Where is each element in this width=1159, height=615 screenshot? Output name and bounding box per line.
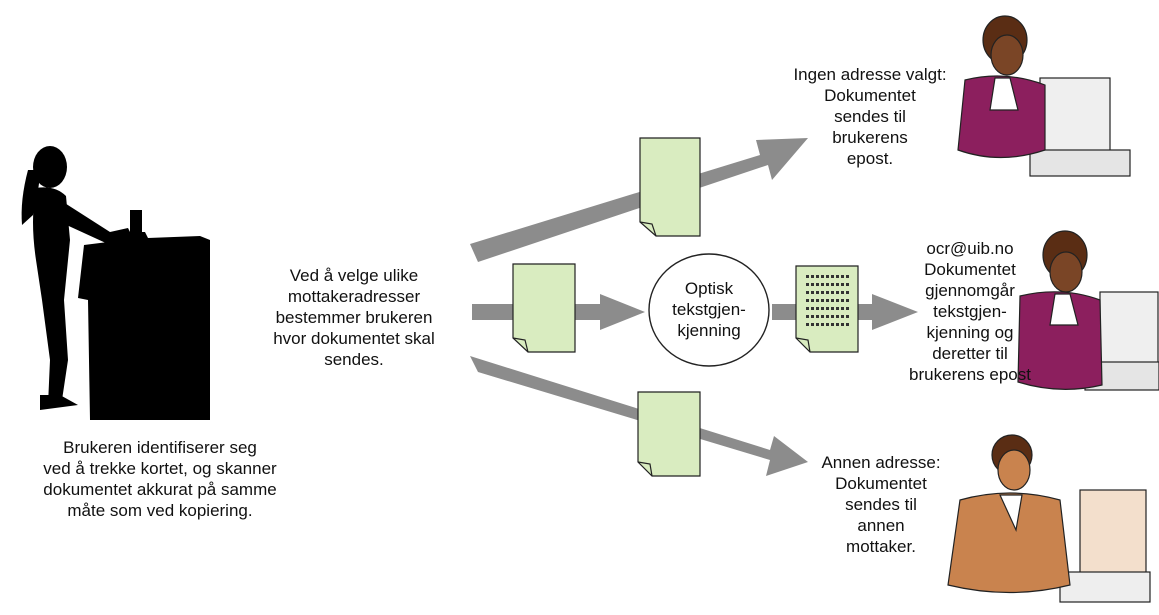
ocr-dot [831, 315, 834, 318]
ocr-dot [836, 275, 839, 278]
ocr-dot [836, 283, 839, 286]
copier-icon [78, 232, 210, 420]
ocr-dot [831, 291, 834, 294]
ocr-dot [831, 275, 834, 278]
ocr-dot [806, 323, 809, 326]
ocr-dot [806, 315, 809, 318]
ocr-dot [816, 275, 819, 278]
ocr-dot [826, 283, 829, 286]
ocr-dot [841, 283, 844, 286]
ocr-dot [831, 323, 834, 326]
document-icon [512, 263, 576, 353]
ocr-dot [826, 323, 829, 326]
woman-at-computer-icon [957, 15, 1131, 177]
bottom-recipient-text: Annen adresse: Dokumentet sendes til ann… [821, 453, 941, 556]
ocr-bubble-label: Optisk tekstgjen- kjenning [672, 279, 746, 340]
document-icon [637, 391, 701, 477]
ocr-dot [821, 291, 824, 294]
ocr-dot [816, 299, 819, 302]
ocr-dot [826, 275, 829, 278]
ocr-dot [816, 323, 819, 326]
center-description: Ved å velge ulike mottakeradresser beste… [273, 266, 435, 369]
ocr-dot [821, 299, 824, 302]
ocr-dot [806, 291, 809, 294]
ocr-dot [806, 283, 809, 286]
ocr-dot [811, 283, 814, 286]
ocr-dot [806, 299, 809, 302]
ocr-dot [821, 275, 824, 278]
ocr-dot [846, 299, 849, 302]
ocr-dot [846, 275, 849, 278]
woman-at-computer-icon [1017, 230, 1159, 391]
ocr-dot [841, 299, 844, 302]
ocr-dot [811, 315, 814, 318]
ocr-dot [841, 307, 844, 310]
ocr-dot [816, 307, 819, 310]
ocr-dot [836, 307, 839, 310]
ocr-dot [826, 315, 829, 318]
ocr-dot [836, 315, 839, 318]
ocr-dot [821, 323, 824, 326]
middle-recipient-text: ocr@uib.no Dokumentet gjennomgår tekstgj… [909, 239, 1031, 384]
ocr-dot [811, 299, 814, 302]
ocr-dot [811, 291, 814, 294]
ocr-dot [831, 299, 834, 302]
ocr-dot [831, 307, 834, 310]
ocr-dot [811, 323, 814, 326]
user-caption: Brukeren identifiserer seg ved å trekke … [43, 438, 277, 520]
ocr-dot [806, 307, 809, 310]
ocr-document-icon [795, 265, 859, 353]
ocr-dot [841, 323, 844, 326]
ocr-dot [836, 299, 839, 302]
ocr-dot [846, 307, 849, 310]
ocr-dot [816, 283, 819, 286]
ocr-dot [841, 291, 844, 294]
man-at-computer-icon [947, 434, 1151, 603]
ocr-dot [846, 283, 849, 286]
ocr-dot [831, 283, 834, 286]
ocr-dot [816, 291, 819, 294]
ocr-dot [841, 315, 844, 318]
top-recipient-text: Ingen adresse valgt: Dokumentet sendes t… [793, 65, 947, 168]
ocr-dot [821, 315, 824, 318]
ocr-dot [846, 291, 849, 294]
ocr-dot [806, 275, 809, 278]
ocr-dot [836, 291, 839, 294]
ocr-dot [836, 323, 839, 326]
ocr-dot [826, 307, 829, 310]
ocr-dot [811, 275, 814, 278]
arrow-top [470, 138, 808, 262]
ocr-dot [821, 283, 824, 286]
ocr-dot [841, 275, 844, 278]
ocr-dot [826, 291, 829, 294]
ocr-bubble [648, 253, 770, 367]
ocr-dot [826, 299, 829, 302]
document-icon [639, 137, 701, 237]
ocr-dot [821, 307, 824, 310]
ocr-dot [811, 307, 814, 310]
ocr-dot [846, 315, 849, 318]
ocr-dot [846, 323, 849, 326]
ocr-dot [816, 315, 819, 318]
